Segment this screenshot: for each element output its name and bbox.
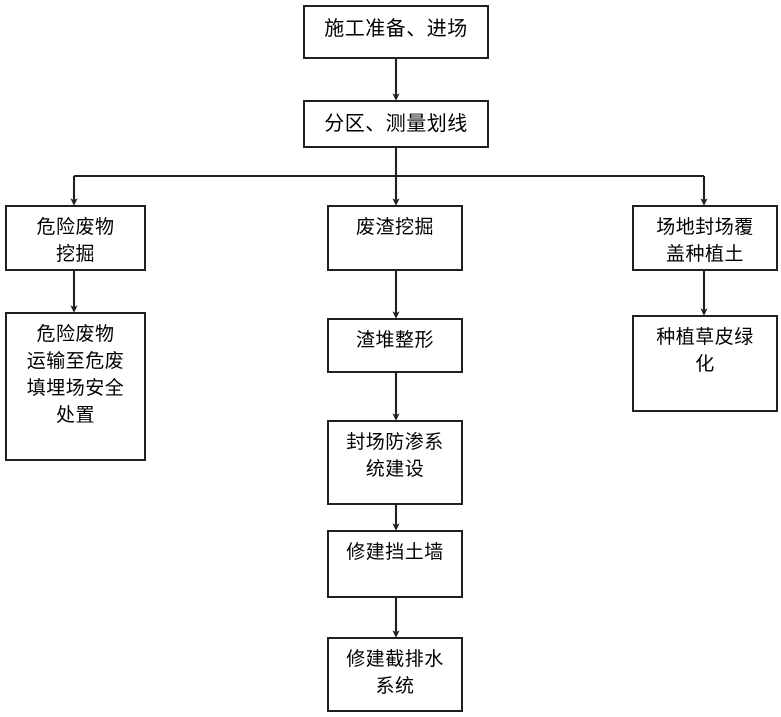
node-construction-preparation[interactable]: 施工准备、进场 xyxy=(303,5,489,59)
node-hazardous-waste-excavation[interactable]: 危险废物 挖掘 xyxy=(5,205,146,271)
node-zoning-survey-marking[interactable]: 分区、测量划线 xyxy=(303,100,489,148)
node-retaining-wall-construction[interactable]: 修建挡土墙 xyxy=(327,530,463,598)
node-hazardous-waste-transport-disposal[interactable]: 危险废物 运输至危废 填埋场安全 处置 xyxy=(5,312,146,461)
node-slag-excavation[interactable]: 废渣挖掘 xyxy=(327,205,463,271)
node-turf-planting-greening[interactable]: 种植草皮绿 化 xyxy=(632,315,778,412)
node-closure-antiseepage-system[interactable]: 封场防渗系 统建设 xyxy=(327,420,463,505)
node-drainage-interception-system[interactable]: 修建截排水 系统 xyxy=(327,637,463,712)
node-site-closure-planting-soil[interactable]: 场地封场覆 盖种植土 xyxy=(632,205,778,271)
node-slag-pile-shaping[interactable]: 渣堆整形 xyxy=(327,318,463,373)
